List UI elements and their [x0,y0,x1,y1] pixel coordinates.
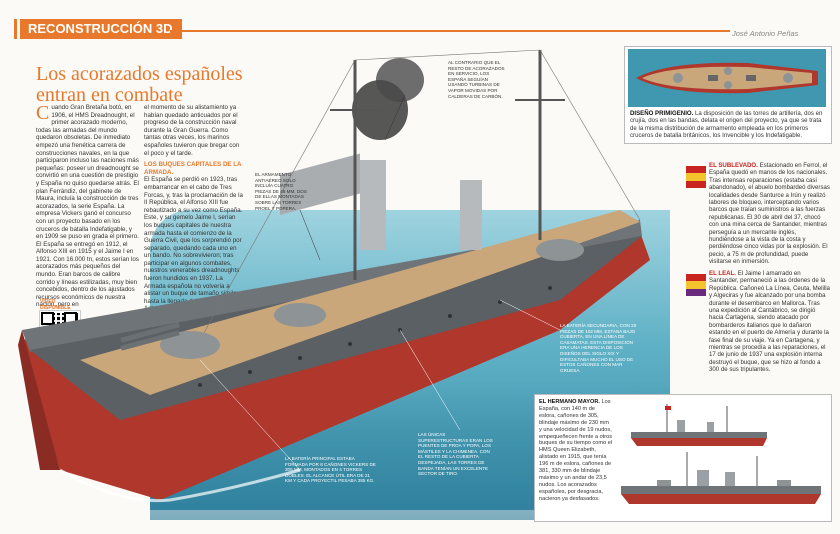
drop-cap: C [36,102,50,124]
hermano-label: EL HERMANO MAYOR. [539,399,600,405]
funnel-smoke-2 [376,58,424,102]
section-tag: RECONSTRUCCIÓN 3D [13,19,183,39]
leader-secondary [499,299,561,331]
callout-secondary-battery: LA BATERÍA SECUNDARIA, CON 20 PIEZAS DE … [560,323,637,373]
callout-smoke: AL CONTRARIO QUE EL RESTO DE ACORAZADOS … [448,60,505,99]
leader-super [399,329,461,431]
rigging-2 [539,49,641,221]
leal-caption: EL LEAL. El Jaime I amarrado en Santande… [709,270,831,374]
top-view-diagram [628,49,826,107]
ship-comparison-diagram [621,404,821,504]
qr-finder-tl [41,312,54,325]
callout-superstructure: LAS ÚNICAS SUPERESTRUCTURAS ERAN LOS PUE… [418,432,493,477]
leal-text: El Jaime I amarrado en Santander, perman… [709,270,830,374]
leader-main [199,359,301,471]
article-subhead: LOS BUQUES CAPITALES DE LA ARMADA. [144,161,242,176]
nationalist-flag [686,166,706,188]
turret-aft [536,239,584,261]
funnel-front [360,160,386,250]
callout-antiaircraft: EL ARMAMENTO ANTIAÉREO SOLO INCLUÍA CUAT… [255,172,307,211]
title-line-2: entran en combate [36,84,183,106]
sublevado-caption: EL SUBLEVADO. Estacionado en Ferrol, el … [709,162,831,266]
turret-wing [274,303,326,327]
rigging-1 [199,59,356,341]
republican-flag [686,274,706,296]
gun-forward-1 [120,322,180,343]
column-1-text: uando Gran Bretaña botó, en 1906, el HMS… [36,104,139,309]
column-2-text-a: el momento de su alistamiento ya habían … [144,104,240,157]
title-line-1: Los acorazados españoles [36,63,243,85]
article-column-1: C uando Gran Bretaña botó, en 1906, el H… [36,102,140,309]
ship-queen-elizabeth-profile [621,452,821,504]
wake [59,468,301,503]
design-label: DISEÑO PRIMIGENIO. [630,110,694,117]
funnel-rear [460,180,482,250]
leader-smoke [384,94,406,141]
hermano-caption: EL HERMANO MAYOR. Los España, con 140 m … [539,399,613,503]
rigging-3 [354,49,541,61]
page-title: Los acorazados españoles entran en comba… [36,64,243,106]
design-caption: DISEÑO PRIMIGENIO. La disposición de las… [630,110,826,140]
callout-main-battery: LA BATERÍA PRINCIPAL ESTABA FORMADA POR … [285,456,376,484]
leader-aa [299,209,321,261]
header-rule [170,30,730,32]
hermano-text: Los España, con 140 m de eslora, cañones… [539,399,613,502]
main-deck [80,210,640,395]
author-credit: José Antonio Peñas [732,29,799,38]
design-text: La disposición de las torres de artiller… [630,110,823,140]
sublevado-text: Estacionado en Ferrol, el España quedó e… [709,162,830,266]
gun-forward-2 [120,330,180,351]
ship-espana-profile [631,404,767,446]
superstructure [280,153,360,215]
bow [18,330,60,470]
turret-forward [160,331,220,359]
sublevado-label: EL SUBLEVADO. [709,162,758,169]
leal-label: EL LEAL. [709,270,736,277]
